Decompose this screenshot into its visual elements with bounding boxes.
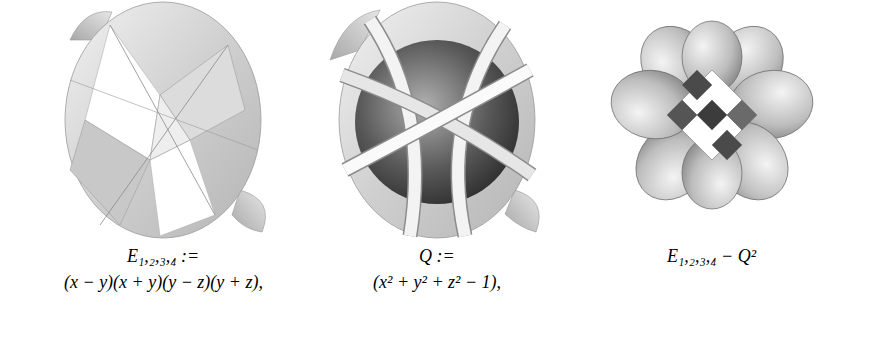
quartic-surface: [606, 12, 819, 215]
formula-caption: (x² + y² + z² − 1),: [373, 272, 501, 294]
formula-caption: Q :=: [419, 246, 455, 268]
formula-caption: E₁,₂,₃,₄ − Q²: [667, 246, 756, 268]
planes-surface: [65, 2, 266, 238]
sphere-and-planes: [330, 2, 539, 238]
formula-caption: E₁,₂,₃,₄ :=: [127, 246, 199, 268]
formula-caption: (x − y)(x + y)(y − z)(y + z),: [64, 272, 263, 294]
